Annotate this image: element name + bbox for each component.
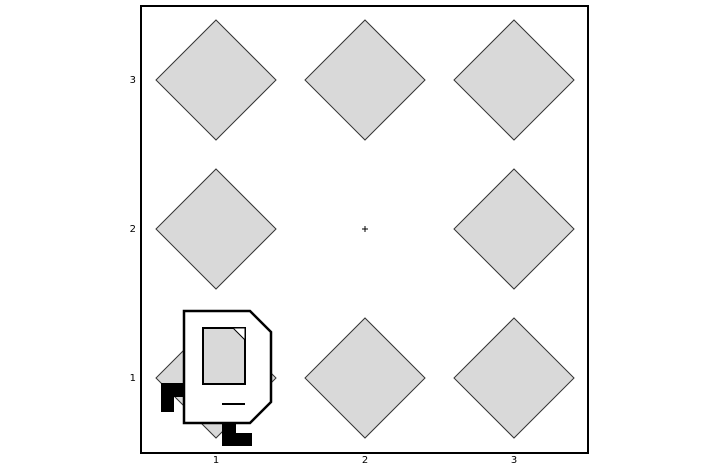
crosshair-icon bbox=[362, 226, 368, 232]
tile-c1-r2[interactable] bbox=[155, 168, 277, 290]
row-label-3: 3 bbox=[130, 75, 136, 86]
column-label-2: 2 bbox=[362, 455, 368, 466]
row-label-1: 1 bbox=[130, 373, 136, 384]
empty-cell-marker bbox=[362, 226, 368, 232]
board-frame bbox=[140, 5, 589, 454]
column-label-3: 3 bbox=[511, 455, 517, 466]
row-label-2: 2 bbox=[130, 224, 136, 235]
tile-c1-r3[interactable] bbox=[155, 19, 277, 141]
tile-c3-r3[interactable] bbox=[453, 19, 575, 141]
terminal-shadow-left bbox=[161, 383, 183, 412]
tiles-layer bbox=[155, 19, 575, 439]
computer-terminal-icon[interactable] bbox=[161, 309, 273, 446]
tile-c3-r1[interactable] bbox=[453, 317, 575, 439]
column-label-1: 1 bbox=[213, 455, 219, 466]
tile-c3-r2[interactable] bbox=[453, 168, 575, 290]
tile-c2-r1[interactable] bbox=[304, 317, 426, 439]
terminal-screen-glare bbox=[231, 327, 246, 342]
terminal-shadow-bottom bbox=[222, 424, 252, 446]
tile-c2-r3[interactable] bbox=[304, 19, 426, 141]
terminal-screen bbox=[202, 327, 246, 385]
